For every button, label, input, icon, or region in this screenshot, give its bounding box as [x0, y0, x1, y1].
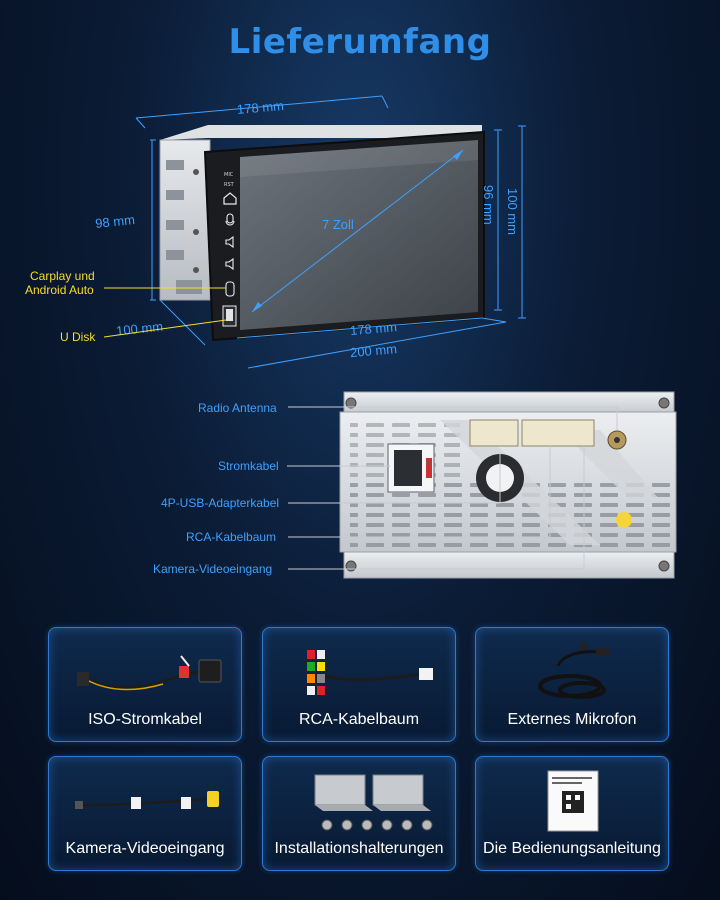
carplay-label-line2: Android Auto: [25, 283, 94, 297]
dim-screen-height: 96 mm: [481, 185, 496, 225]
item-label-mic: Externes Mikrofon: [507, 711, 637, 728]
volume-down-icon[interactable]: [225, 257, 234, 271]
label-camera: Kamera-Videoeingang: [153, 562, 272, 576]
dim-depth-left: 98 mm: [94, 212, 135, 231]
head-unit-diagram: MIC RST 178 mm 98 mm 7 Zoll 96 mm: [25, 95, 677, 579]
front-panel: MIC RST: [203, 130, 485, 342]
camera-cable-icon: [75, 791, 219, 809]
dim-top-width: 178 mm: [236, 98, 284, 117]
item-card-rca: RCA-Kabelbaum: [262, 627, 456, 742]
item-card-brackets: Installationshalterungen: [262, 756, 456, 871]
usb-port-icon: [226, 309, 233, 321]
dimension-arrows: [252, 150, 463, 312]
dim-bottom-width-outer: 200 mm: [349, 341, 397, 360]
microphone-icon: [538, 642, 610, 699]
label-radio-antenna: Radio Antenna: [198, 401, 277, 415]
dim-bottom-depth: 100 mm: [115, 319, 163, 339]
volume-up-icon[interactable]: [225, 235, 234, 249]
label-usb-adapter: 4P-USB-Adapterkabel: [161, 496, 279, 510]
page-title: Lieferumfang: [228, 22, 492, 62]
label-rca: RCA-Kabelbaum: [186, 530, 276, 544]
item-label-camera: Kamera-Videoeingang: [65, 840, 225, 857]
item-label-rca: RCA-Kabelbaum: [298, 711, 420, 728]
item-label-brackets: Installationshalterungen: [274, 840, 444, 857]
item-card-camera: Kamera-Videoeingang: [48, 756, 242, 871]
rca-cable-icon: [307, 650, 433, 695]
rear-panel: [339, 391, 677, 579]
udisk-label: U Disk: [60, 330, 96, 344]
item-card-manual: Die Bedienungsanleitung: [475, 756, 669, 871]
microphone-button-icon[interactable]: [225, 213, 235, 226]
dim-outer-height: 100 mm: [505, 188, 520, 235]
item-card-iso: ISO-Stromkabel: [48, 627, 242, 742]
manual-icon: [547, 770, 599, 832]
bracket-icon: [314, 774, 433, 831]
dim-bottom-width-inner: 178 mm: [349, 319, 397, 338]
iso-cable-icon: [77, 655, 222, 691]
mic-label: MIC: [224, 172, 234, 178]
rear-leader-lines: [287, 406, 618, 570]
home-icon[interactable]: [223, 192, 237, 205]
item-card-mic: Externes Mikrofon: [475, 627, 669, 742]
rst-label: RST: [224, 182, 235, 188]
usb-c-port-icon: [225, 281, 235, 297]
label-stromkabel: Stromkabel: [218, 459, 279, 473]
carplay-label-line1: Carplay und: [30, 269, 95, 283]
chassis: [159, 125, 482, 301]
item-label-iso: ISO-Stromkabel: [88, 711, 202, 728]
dimension-lines: [135, 95, 526, 369]
udisk-leader-line: [103, 319, 227, 338]
dim-screen-diagonal: 7 Zoll: [322, 217, 354, 232]
item-label-manual: Die Bedienungsanleitung: [483, 840, 661, 857]
